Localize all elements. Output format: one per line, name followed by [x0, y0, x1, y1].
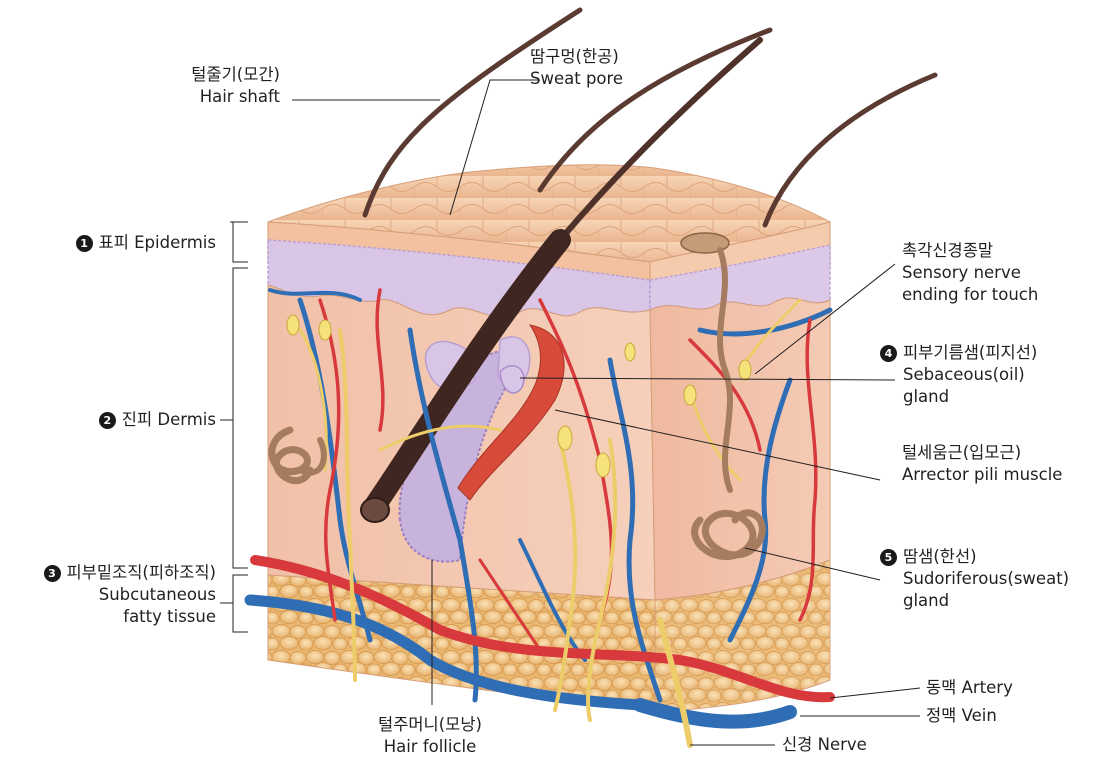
label-hair-follicle: 털주머니(모낭) Hair follicle	[350, 714, 510, 758]
label-hair-follicle-ko: 털주머니(모낭)	[350, 714, 510, 736]
label-dermis-text: 진피 Dermis	[122, 410, 216, 429]
label-hair-shaft: 털줄기(모간) Hair shaft	[130, 64, 280, 108]
badge-4: 4	[880, 345, 897, 362]
label-sensory-nerve-en1: Sensory nerve	[902, 262, 1038, 284]
label-sweat-pore-en: Sweat pore	[530, 68, 623, 90]
label-sensory-nerve-en2: ending for touch	[902, 284, 1038, 306]
label-epidermis: 1 표피 Epidermis	[0, 232, 216, 254]
label-sensory-nerve: 촉각신경종말 Sensory nerve ending for touch	[902, 240, 1038, 306]
label-vein: 정맥 Vein	[926, 705, 997, 727]
label-subcutaneous: 3 피부밑조직(피하조직) Subcutaneous fatty tissue	[0, 562, 216, 628]
label-hair-follicle-en: Hair follicle	[350, 736, 510, 758]
label-epidermis-text: 표피 Epidermis	[99, 233, 216, 252]
label-sweat-gland-en1: Sudoriferous(sweat)	[880, 568, 1069, 590]
label-hair-shaft-ko: 털줄기(모간)	[130, 64, 280, 86]
label-sweat-pore-ko: 땀구멍(한공)	[530, 46, 623, 68]
label-arrector-ko: 털세움근(입모근)	[902, 442, 1062, 464]
label-sebaceous-ko: 피부기름샘(피지선)	[903, 343, 1037, 362]
badge-5: 5	[880, 549, 897, 566]
label-sebaceous-en1: Sebaceous(oil)	[880, 364, 1037, 386]
label-sebaceous-en2: gland	[880, 386, 1037, 408]
label-subcutaneous-en2: fatty tissue	[0, 606, 216, 628]
label-hair-shaft-en: Hair shaft	[130, 86, 280, 108]
label-subcutaneous-ko: 피부밑조직(피하조직)	[67, 563, 217, 582]
label-subcutaneous-en1: Subcutaneous	[0, 584, 216, 606]
label-arrector: 털세움근(입모근) Arrector pili muscle	[902, 442, 1062, 486]
label-arrector-en: Arrector pili muscle	[902, 464, 1062, 486]
label-sensory-nerve-ko: 촉각신경종말	[902, 240, 1038, 262]
hair-strand-3	[765, 75, 935, 225]
label-nerve: 신경 Nerve	[782, 734, 867, 756]
label-sweat-gland: 5 땀샘(한선) Sudoriferous(sweat) gland	[880, 546, 1069, 612]
badge-1: 1	[76, 235, 93, 252]
hair-cut-end	[361, 498, 389, 522]
badge-3: 3	[44, 565, 61, 582]
label-dermis: 2 진피 Dermis	[0, 409, 216, 431]
label-sweat-gland-en2: gland	[880, 590, 1069, 612]
badge-2: 2	[99, 412, 116, 429]
label-sweat-gland-ko: 땀샘(한선)	[903, 547, 977, 566]
label-artery: 동맥 Artery	[926, 677, 1013, 699]
label-sweat-pore: 땀구멍(한공) Sweat pore	[530, 46, 623, 90]
label-sebaceous: 4 피부기름샘(피지선) Sebaceous(oil) gland	[880, 342, 1037, 408]
